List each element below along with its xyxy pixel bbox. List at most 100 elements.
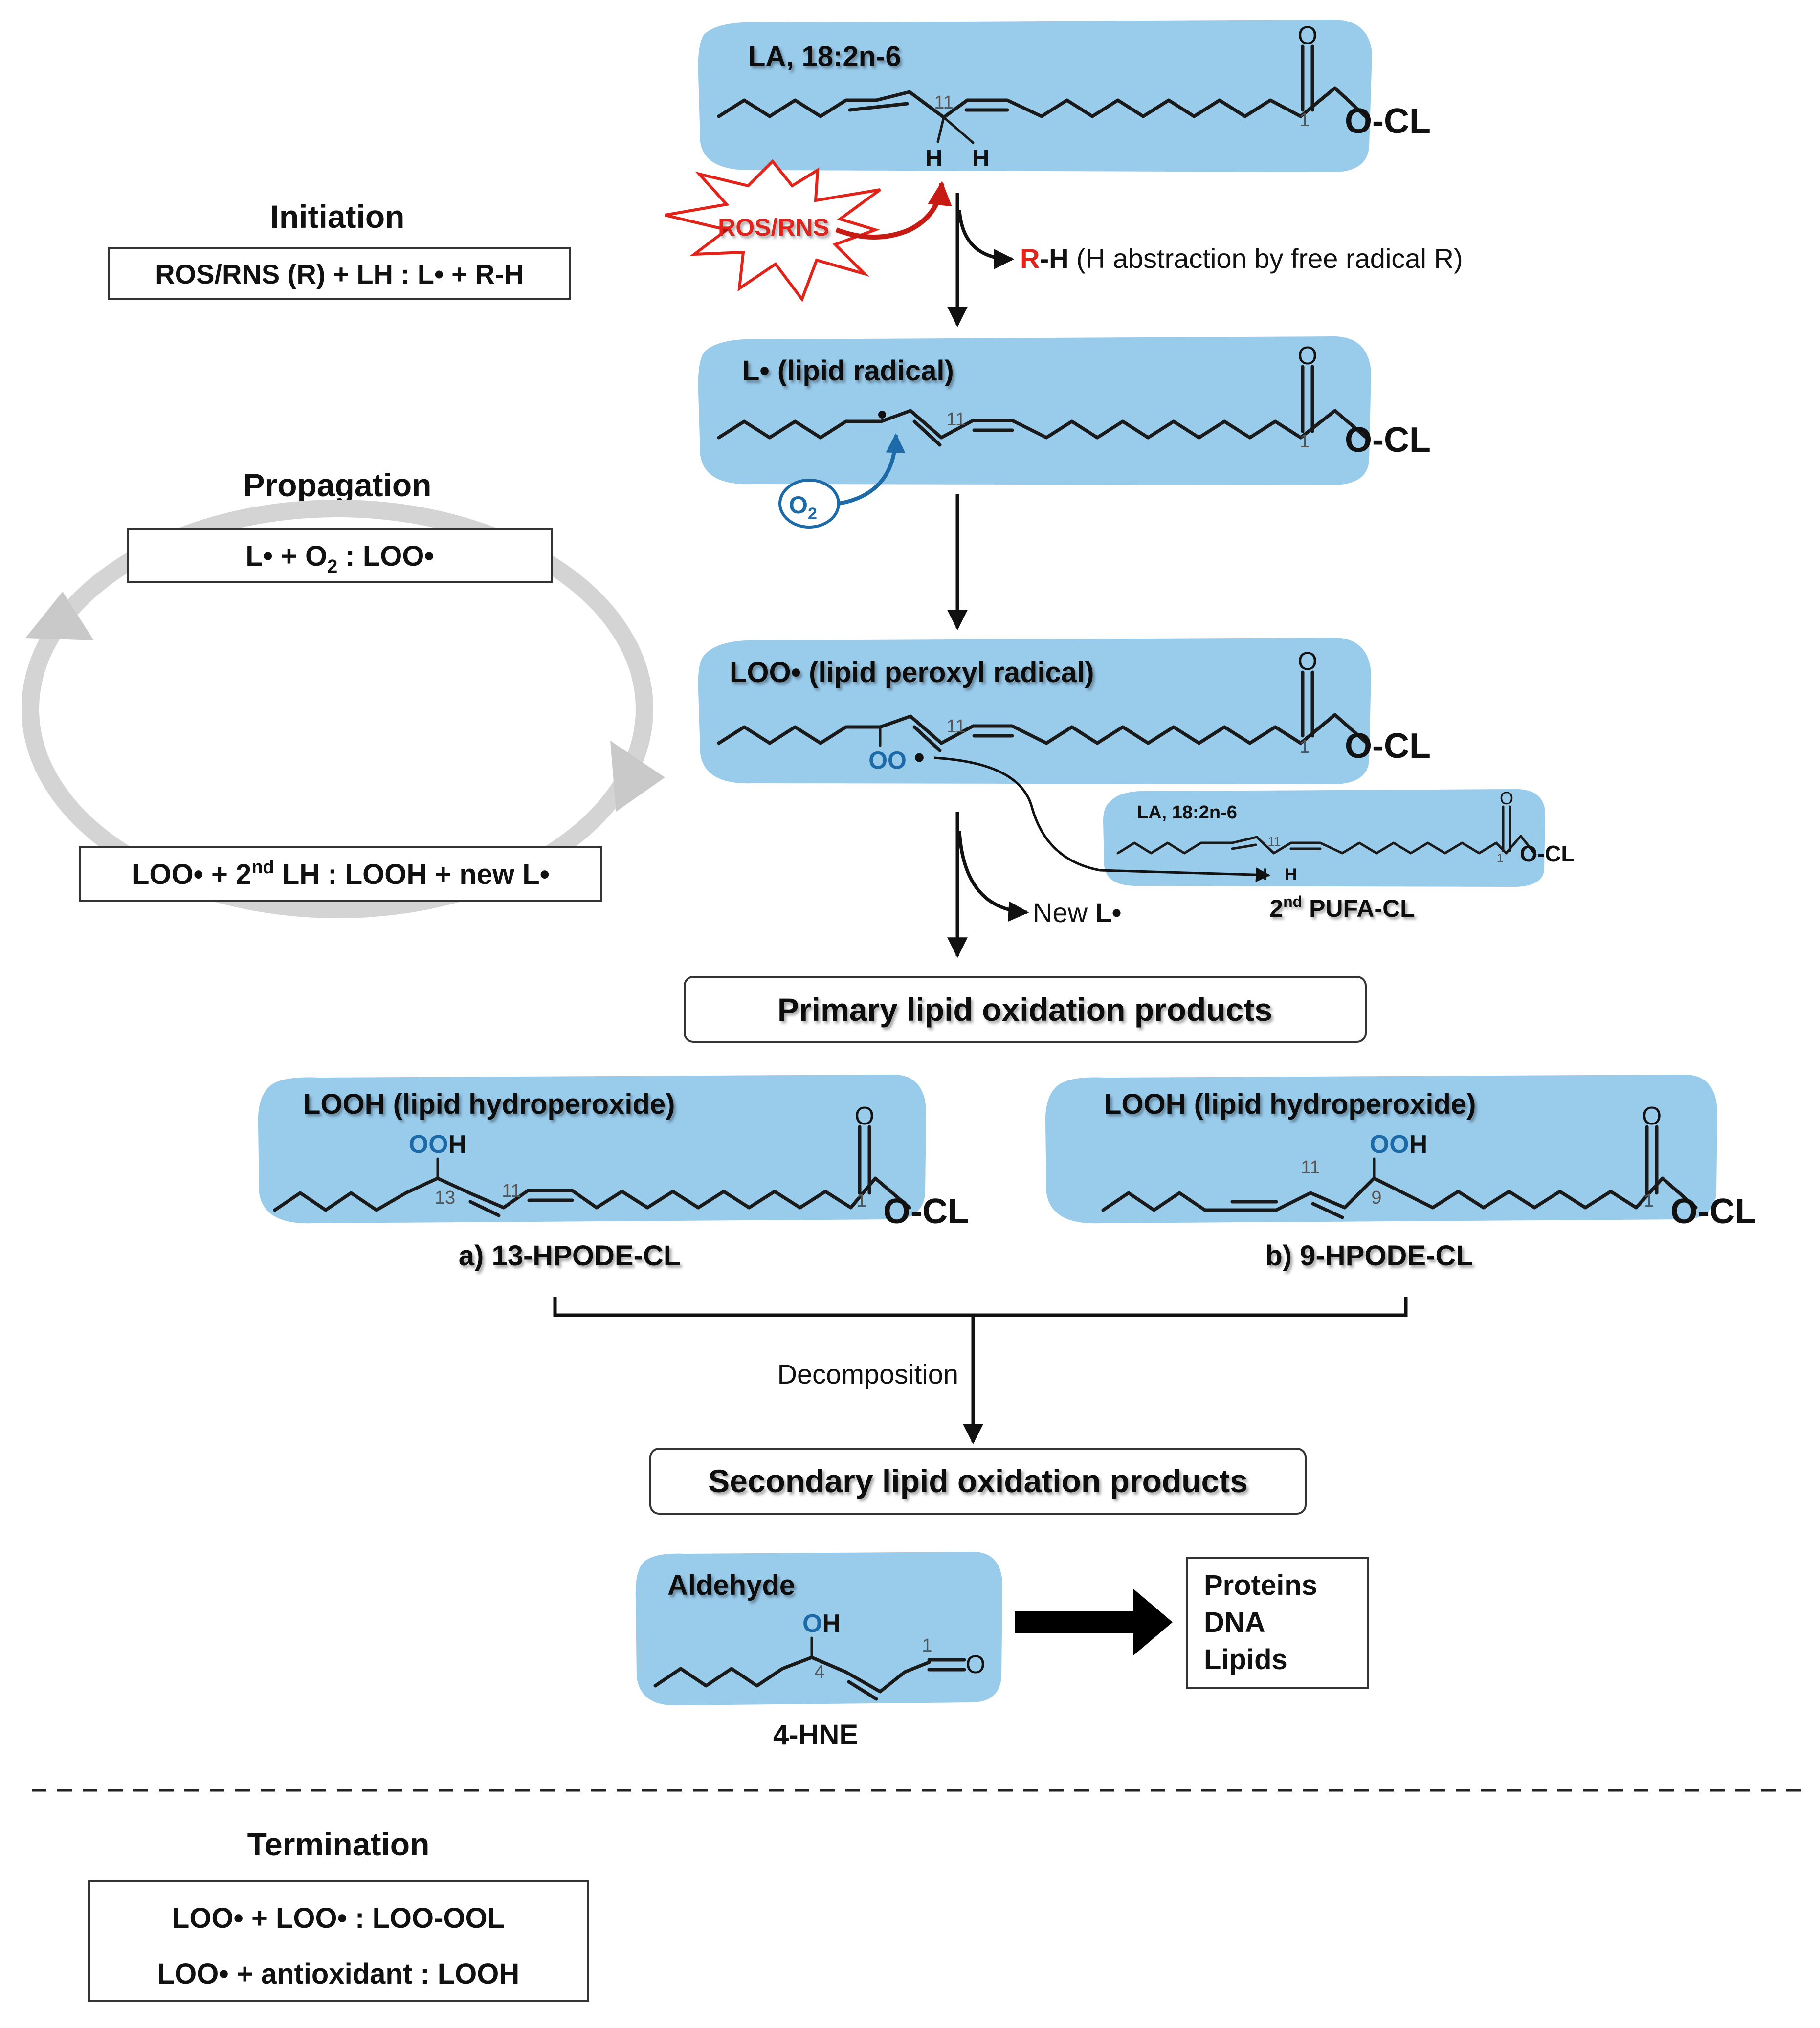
molecule-radical-carbon-11: 11 — [946, 409, 965, 430]
molecule-second-pufa-title: LA, 18:2n-6 — [1137, 802, 1237, 823]
molecule-9-hpode-caption: b) 9-HPODE-CL — [1265, 1240, 1473, 1272]
molecule-second-pufa-chain — [1116, 835, 1537, 856]
initiation-title: Initiation — [270, 198, 405, 235]
molecule-la: LA, 18:2n-6 O 11 1 H H O-CL — [698, 20, 1431, 172]
molecule-la-carbon-1: 1 — [1299, 110, 1310, 131]
radical-dot — [878, 411, 886, 419]
decomposition-bracket — [553, 1297, 1408, 1317]
molecule-aldehyde-carbon-1: 1 — [922, 1635, 932, 1656]
molecule-9-hpode-carbonyl-o: O — [1642, 1102, 1662, 1130]
target-lipids: Lipids — [1204, 1644, 1287, 1675]
molecule-aldehyde-carbonyl-o: O — [966, 1651, 985, 1679]
molecule-9-hpode-double-bond-2 — [1311, 1202, 1344, 1219]
molecule-radical-chain — [717, 409, 1371, 442]
molecule-second-pufa-double-bond-1 — [1231, 843, 1257, 850]
arrow-peroxyl-to-second-pufa — [933, 756, 1270, 882]
molecule-9-hpode-title: LOOH (lipid hydroperoxide) — [1104, 1088, 1476, 1120]
molecule-peroxyl-chain — [717, 713, 1371, 747]
termination-title: Termination — [247, 1826, 430, 1862]
molecule-13-hpode-chain — [273, 1176, 911, 1212]
molecule-peroxyl-carbon-11: 11 — [946, 716, 965, 737]
oxygen-attack: O2 — [778, 433, 906, 529]
molecule-la-ester: O-CL — [1345, 102, 1431, 141]
molecule-9-hpode-carbon-11: 11 — [1301, 1157, 1320, 1178]
molecule-aldehyde: Aldehyde OH 4 1 O 4-HNE — [635, 1552, 1002, 1751]
ros-starburst: ROS/RNS — [665, 159, 952, 303]
propagation-equation-top-box — [127, 528, 553, 583]
initiation-equation: ROS/RNS (R) + LH : L• + R-H — [155, 259, 524, 289]
arrow-new-radical — [957, 831, 1029, 922]
molecule-second-pufa-background — [1103, 789, 1545, 887]
decomposition-label: Decomposition — [777, 1359, 958, 1389]
molecule-la-carbonyl-o: O — [1298, 22, 1317, 50]
molecule-9-hpode-carbon-1: 1 — [1643, 1190, 1654, 1211]
molecule-radical-ester: O-CL — [1345, 420, 1431, 460]
molecule-peroxyl-dot: • — [914, 741, 925, 774]
molecule-peroxyl-double-bond-1 — [912, 725, 942, 752]
molecule-radical-carbonyl-o: O — [1298, 342, 1317, 370]
molecule-la-background — [698, 20, 1372, 172]
propagation-title: Propagation — [243, 467, 431, 503]
molecule-la-h-right: H — [973, 146, 990, 172]
molecule-9-hpode-ester: O-CL — [1670, 1192, 1756, 1231]
molecule-aldehyde-background — [635, 1552, 1002, 1706]
molecule-second-pufa-carbonyl-o: O — [1500, 788, 1513, 808]
termination-equation-1: LOO• + LOO• : LOO-OOL — [172, 1902, 505, 1934]
propagation-equation-bottom: LOO• + 2nd LH : LOOH + new L• — [132, 857, 550, 890]
cycle-arrowhead-upper — [25, 592, 94, 640]
propagation-cycle — [22, 500, 665, 918]
molecule-peroxyl-background — [698, 638, 1371, 784]
molecule-peroxyl-ester: O-CL — [1345, 727, 1431, 766]
molecule-radical-carbon-1: 1 — [1299, 431, 1310, 452]
molecule-second-pufa-carbon-11: 11 — [1268, 834, 1281, 849]
molecule-9-hpode-chain — [1101, 1176, 1698, 1212]
molecule-second-pufa-caption: 2nd PUFA-CL — [1269, 893, 1415, 922]
termination-equation-2: LOO• + antioxidant : LOOH — [157, 1958, 520, 1990]
molecule-13-hpode-double-bond-1 — [468, 1200, 501, 1217]
molecule-la-h-bond-left — [936, 116, 945, 143]
molecule-aldehyde-carbon-4: 4 — [814, 1662, 824, 1682]
molecule-peroxyl-carbonyl-o: O — [1298, 647, 1317, 676]
molecule-13-hpode-background — [258, 1075, 927, 1224]
o2-label: O2 — [789, 491, 817, 523]
secondary-products-box — [649, 1448, 1307, 1515]
molecule-peroxyl-title: LOO• (lipid peroxyl radical) — [730, 657, 1094, 688]
molecule-9-hpode-ooh: OOH — [1370, 1130, 1427, 1159]
molecule-9-hpode-background — [1045, 1075, 1717, 1224]
molecule-13-hpode-caption: a) 13-HPODE-CL — [459, 1240, 681, 1272]
molecule-second-pufa: LA, 18:2n-6 O 11 1 H H O-CL 2nd PUFA-CL — [1103, 788, 1575, 922]
molecule-la-carbon-11: 11 — [934, 92, 953, 113]
molecule-la-h-left: H — [926, 146, 943, 172]
molecule-la-double-bond-1 — [848, 102, 909, 112]
molecule-13-hpode-ester: O-CL — [883, 1192, 969, 1231]
molecule-second-pufa-h-right: H — [1285, 865, 1297, 884]
molecule-13-hpode: LOOH (lipid hydroperoxide) O OOH 13 11 1… — [258, 1075, 969, 1272]
target-dna: DNA — [1204, 1607, 1265, 1638]
molecule-radical-title: L• (lipid radical) — [742, 355, 954, 387]
molecule-radical-double-bond-1 — [912, 419, 942, 447]
molecule-la-title: LA, 18:2n-6 — [748, 41, 901, 72]
molecule-second-pufa-ester: O-CL — [1520, 841, 1575, 866]
molecule-13-hpode-carbon-11: 11 — [502, 1181, 521, 1201]
molecule-13-hpode-carbon-1: 1 — [856, 1190, 866, 1211]
secondary-products-label: Secondary lipid oxidation products — [708, 1463, 1248, 1499]
termination-box — [88, 1880, 589, 2002]
molecule-aldehyde-oh: OH — [802, 1609, 841, 1638]
molecule-13-hpode-carbonyl-o: O — [855, 1102, 874, 1130]
molecule-aldehyde-chain — [653, 1655, 931, 1694]
molecule-la-h-bond-right — [942, 116, 975, 144]
targets-box — [1186, 1557, 1369, 1689]
arrow-aldehyde-to-targets — [1015, 1589, 1173, 1655]
molecule-13-hpode-title: LOOH (lipid hydroperoxide) — [303, 1088, 675, 1120]
ros-attack-arrow — [835, 181, 952, 240]
propagation-equation-top: L• + O2 : LOO• — [245, 540, 434, 577]
target-proteins: Proteins — [1204, 1569, 1317, 1601]
initiation-equation-box — [108, 247, 571, 300]
arrow-h-abstraction — [957, 210, 1015, 269]
molecule-9-hpode-carbon-9: 9 — [1371, 1188, 1381, 1208]
new-radical-label: New L• — [1033, 897, 1121, 928]
molecule-second-pufa-carbon-1: 1 — [1497, 851, 1504, 865]
molecule-aldehyde-caption: 4-HNE — [773, 1719, 858, 1751]
molecule-13-hpode-carbon-13: 13 — [435, 1188, 455, 1208]
